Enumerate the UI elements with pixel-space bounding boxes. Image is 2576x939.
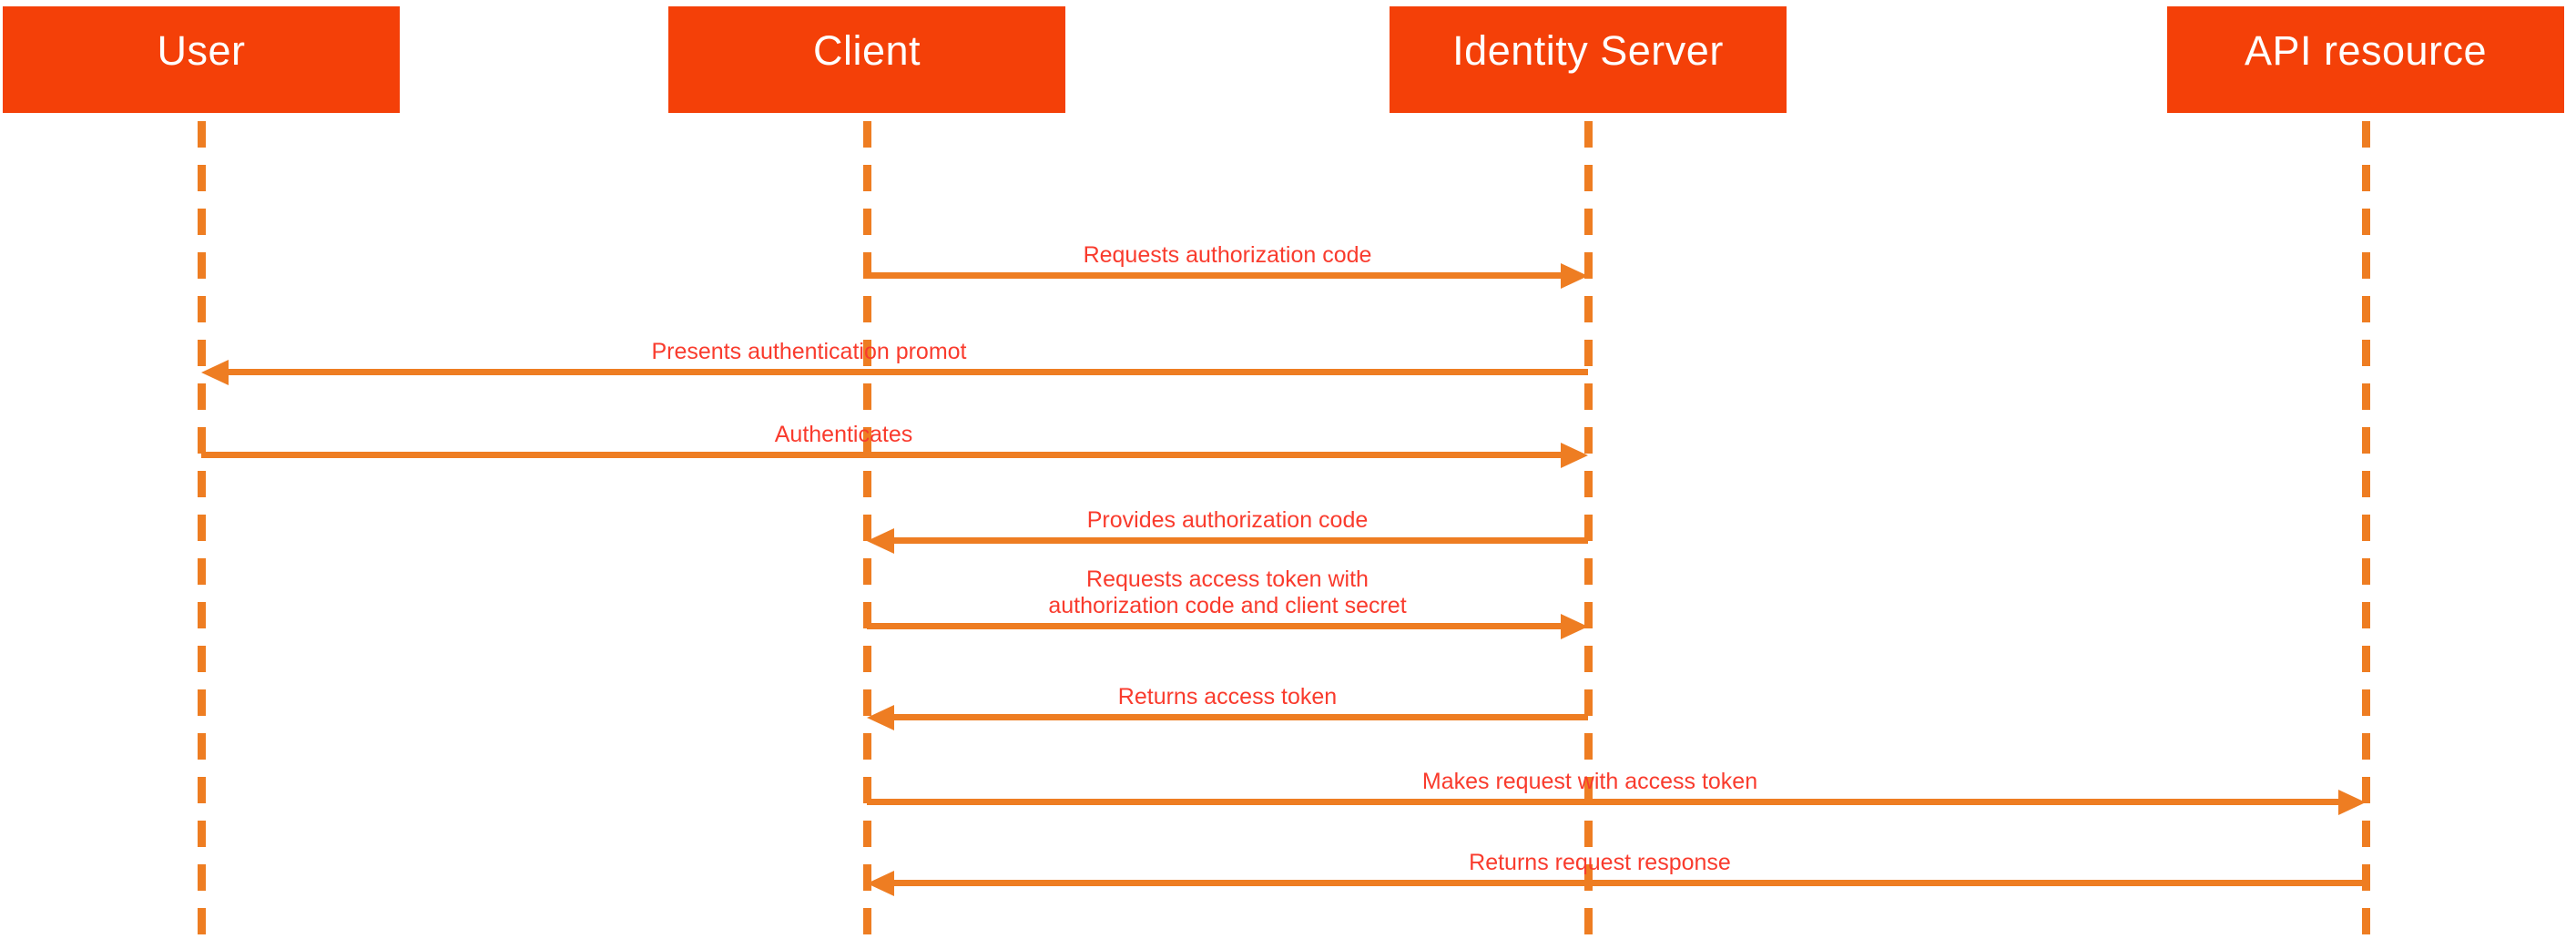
arrowhead-icon — [867, 871, 894, 896]
message-label-line: Returns request response — [1469, 850, 1731, 875]
lifeline-api-resource — [2362, 121, 2370, 939]
message-arrow-4 — [867, 528, 1588, 554]
message-line-2 — [225, 369, 1588, 375]
message-label-line: Presents authentication promot — [651, 339, 967, 364]
arrowhead-icon — [867, 528, 894, 554]
message-line-4 — [891, 537, 1588, 544]
message-arrow-7 — [867, 790, 2366, 815]
message-label-3: Authenticates — [434, 422, 1254, 448]
actor-label-user: User — [157, 26, 246, 74]
arrowhead-icon — [1561, 443, 1588, 468]
message-label-line: Makes request with access token — [1421, 769, 1758, 794]
message-line-7 — [867, 799, 2342, 805]
actor-box-user: User — [3, 6, 400, 113]
message-arrow-8 — [867, 871, 2366, 896]
message-label-line: Requests authorization code — [1083, 242, 1372, 268]
message-label-line: Returns access token — [1117, 684, 1338, 709]
actor-label-client: Client — [812, 26, 921, 74]
actor-box-api-resource: API resource — [2167, 6, 2564, 113]
arrowhead-icon — [1561, 263, 1588, 289]
actor-box-identity-server: Identity Server — [1390, 6, 1787, 113]
message-label-line: authorization code and client secret — [1048, 593, 1407, 618]
message-label-1: Requests authorization code — [818, 242, 1637, 269]
actor-label-api-resource: API resource — [2244, 26, 2488, 74]
message-label-line: Authenticates — [774, 422, 913, 447]
message-arrow-1 — [867, 263, 1588, 289]
message-label-7: Makes request with access token — [1180, 769, 2000, 795]
message-label-4: Provides authorization code — [818, 507, 1637, 534]
message-arrow-3 — [201, 443, 1588, 468]
message-arrow-6 — [867, 705, 1588, 730]
message-line-1 — [867, 272, 1564, 279]
actor-box-client: Client — [668, 6, 1065, 113]
message-label-line: Provides authorization code — [1086, 507, 1369, 533]
arrowhead-icon — [867, 705, 894, 730]
arrowhead-icon — [2338, 790, 2366, 815]
message-arrow-2 — [201, 360, 1588, 385]
message-line-3 — [201, 452, 1564, 458]
message-label-8: Returns request response — [1190, 850, 2010, 876]
lifeline-identity-server — [1584, 121, 1593, 939]
message-arrow-5 — [867, 614, 1588, 639]
message-line-6 — [891, 714, 1588, 720]
message-label-line: Requests access token with — [1086, 566, 1369, 592]
lifeline-user — [198, 121, 206, 939]
message-line-5 — [867, 623, 1564, 629]
actor-label-identity-server: Identity Server — [1452, 26, 1724, 74]
message-line-8 — [891, 880, 2366, 886]
message-label-6: Returns access token — [818, 684, 1637, 710]
message-label-2: Presents authentication promot — [400, 339, 1219, 365]
arrowhead-icon — [201, 360, 229, 385]
arrowhead-icon — [1561, 614, 1588, 639]
